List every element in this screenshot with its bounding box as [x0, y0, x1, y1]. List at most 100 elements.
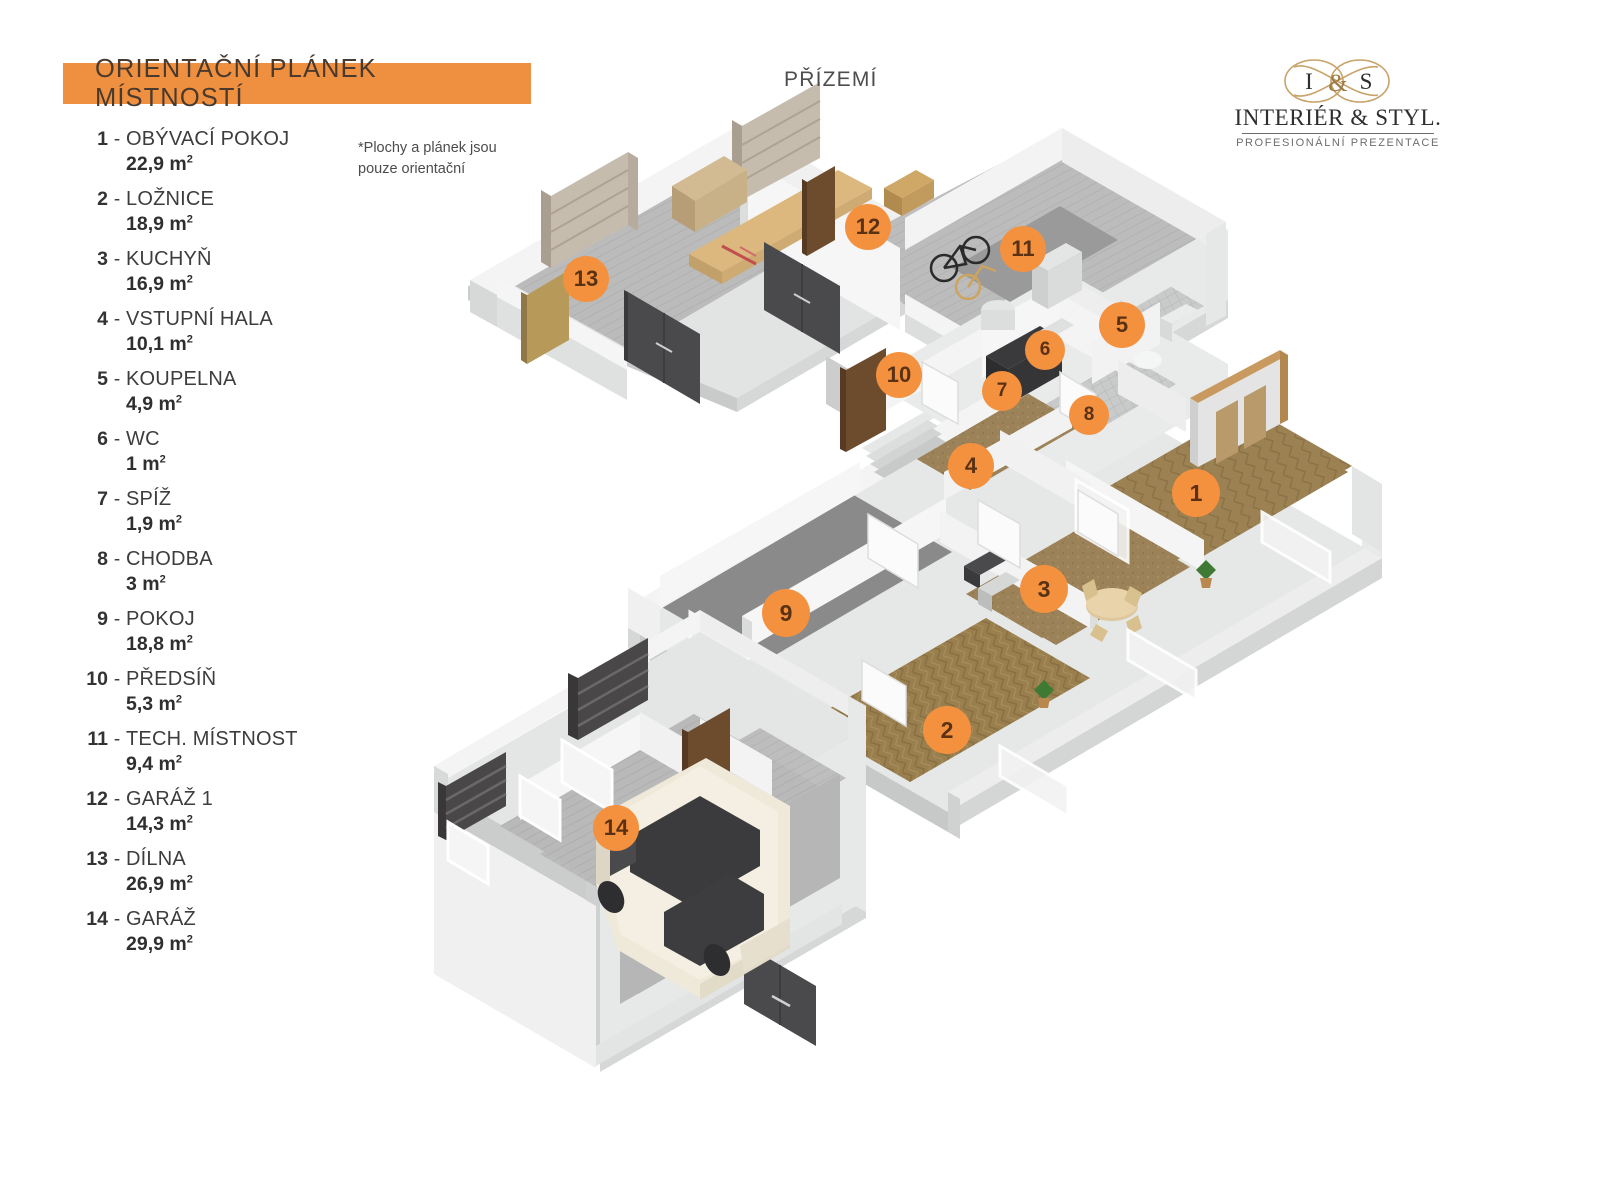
- dining-set: [1082, 579, 1142, 642]
- logo-tagline: PROFESIONÁLNÍ PREZENTACE: [1236, 137, 1440, 149]
- legend-room-name: PŘEDSÍŇ: [126, 668, 217, 690]
- floor-label: PŘÍZEMÍ: [784, 68, 878, 91]
- garage-door-12: [764, 242, 840, 354]
- legend-room-area: 26,9 m2: [126, 873, 348, 896]
- svg-text:I: I: [1305, 69, 1313, 94]
- legend-area-value: 5,3 m: [126, 693, 176, 715]
- room-badge-6[interactable]: 6: [1025, 330, 1065, 370]
- legend-number: 2: [97, 188, 108, 210]
- legend-area-exponent: 2: [186, 153, 193, 166]
- legend-room-area: 10,1 m2: [126, 333, 348, 356]
- legend-number: 5: [97, 368, 108, 390]
- legend-separator: -: [113, 369, 121, 390]
- legend-separator: -: [113, 429, 121, 450]
- room-badge-14[interactable]: 14: [593, 805, 639, 851]
- legend-room-name: GARÁŽ 1: [126, 788, 213, 810]
- legend-area-exponent: 2: [186, 213, 193, 226]
- legend-number: 9: [97, 608, 108, 630]
- plant-1: [1196, 560, 1216, 588]
- legend-separator: -: [113, 909, 121, 930]
- room-badge-label: 12: [855, 214, 881, 239]
- legend-area-value: 22,9 m: [126, 153, 187, 175]
- room-badge-9[interactable]: 9: [762, 589, 810, 637]
- room-badge-13[interactable]: 13: [563, 256, 609, 302]
- room-badge-label: 6: [1039, 339, 1051, 360]
- wardrobe: [1190, 350, 1288, 467]
- legend-item-5: 5-KOUPELNA 4,9 m2: [78, 368, 348, 428]
- legend-area-value: 18,9 m: [126, 213, 187, 235]
- interior-door-12: [802, 166, 835, 256]
- room-badge-label: 13: [573, 266, 599, 291]
- legend-area-exponent: 2: [175, 393, 182, 406]
- legend-area-exponent: 2: [175, 513, 182, 526]
- room-badge-2[interactable]: 2: [923, 706, 971, 754]
- legend-number: 3: [97, 248, 108, 270]
- legend-room-area: 1,9 m2: [126, 513, 348, 536]
- legend-separator: -: [113, 309, 121, 330]
- legend-separator: -: [113, 609, 121, 630]
- legend-number: 7: [97, 488, 108, 510]
- legend-separator: -: [113, 549, 121, 570]
- main-garage-door: [744, 944, 816, 1046]
- legend-number: 1: [97, 128, 108, 150]
- legend-room-area: 22,9 m2: [126, 153, 348, 176]
- legend-room-name: OBÝVACÍ POKOJ: [126, 128, 290, 150]
- garage-door-13: [624, 290, 700, 404]
- legend-room-name: WC: [126, 428, 160, 450]
- room-badge-label: 10: [886, 362, 912, 387]
- legend-separator: -: [113, 189, 121, 210]
- legend-room-area: 4,9 m2: [126, 393, 348, 416]
- legend-room-area: 18,9 m2: [126, 213, 348, 236]
- legend-room-name: LOŽNICE: [126, 188, 215, 210]
- room-badge-4[interactable]: 4: [948, 443, 994, 489]
- room-badge-1[interactable]: 1: [1172, 469, 1220, 517]
- svg-text:S: S: [1360, 69, 1373, 94]
- legend-room-name: SPÍŽ: [126, 488, 172, 510]
- legend-area-exponent: 2: [159, 453, 166, 466]
- legend-area-value: 10,1 m: [126, 333, 187, 355]
- legend-room-name: POKOJ: [126, 608, 195, 630]
- legend-room-name: KOUPELNA: [126, 368, 237, 390]
- room-badge-label: 11: [1011, 236, 1035, 261]
- room-badge-label: 1: [1189, 479, 1203, 506]
- room-badge-5[interactable]: 5: [1099, 302, 1145, 348]
- legend-area-value: 1,9 m: [126, 513, 176, 535]
- legend-number: 11: [87, 728, 108, 750]
- hall-door: [921, 360, 959, 426]
- room-badge-7[interactable]: 7: [982, 371, 1022, 411]
- legend-number: 14: [86, 908, 108, 930]
- legend-area-value: 14,3 m: [126, 813, 187, 835]
- legend-number: 10: [86, 668, 108, 690]
- bicycles: [929, 235, 997, 301]
- legend-separator: -: [113, 789, 121, 810]
- legend-area-exponent: 2: [186, 273, 193, 286]
- svg-text:&: &: [1328, 70, 1347, 97]
- legend-room-name: TECH. MÍSTNOST: [126, 728, 298, 750]
- legend-area-value: 3 m: [126, 573, 160, 595]
- room-badge-11[interactable]: 11: [1000, 226, 1046, 272]
- legend-room-area: 16,9 m2: [126, 273, 348, 296]
- legend-room-area: 1 m2: [126, 453, 348, 476]
- room-badge-8[interactable]: 8: [1069, 395, 1109, 435]
- legend-separator: -: [113, 249, 121, 270]
- room-badge-3[interactable]: 3: [1020, 565, 1068, 613]
- room-badge-label: 3: [1037, 575, 1051, 602]
- room-badge-label: 8: [1083, 404, 1095, 425]
- legend-separator: -: [113, 729, 121, 750]
- room-badge-10[interactable]: 10: [876, 352, 922, 398]
- legend-room-name: GARÁŽ: [126, 908, 196, 930]
- bath-fixtures: [1134, 304, 1198, 369]
- room-badge-12[interactable]: 12: [845, 204, 891, 250]
- room-badge-label: 5: [1115, 312, 1129, 337]
